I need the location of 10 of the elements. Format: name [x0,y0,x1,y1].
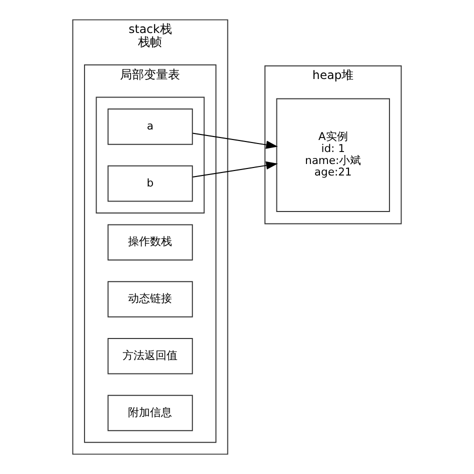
node-box: 操作数栈 [108,224,193,261]
node-box: b [108,165,193,202]
node-box: 附加信息 [108,394,193,432]
node-box: a [108,108,193,145]
node-box: A实例 id: 1 name:小斌 age:21 [276,98,390,212]
node-box: 动态链接 [108,281,193,318]
arrow [192,132,278,149]
cluster [96,96,205,214]
arrow [192,161,278,178]
node-box: 方法返回值 [108,338,193,374]
